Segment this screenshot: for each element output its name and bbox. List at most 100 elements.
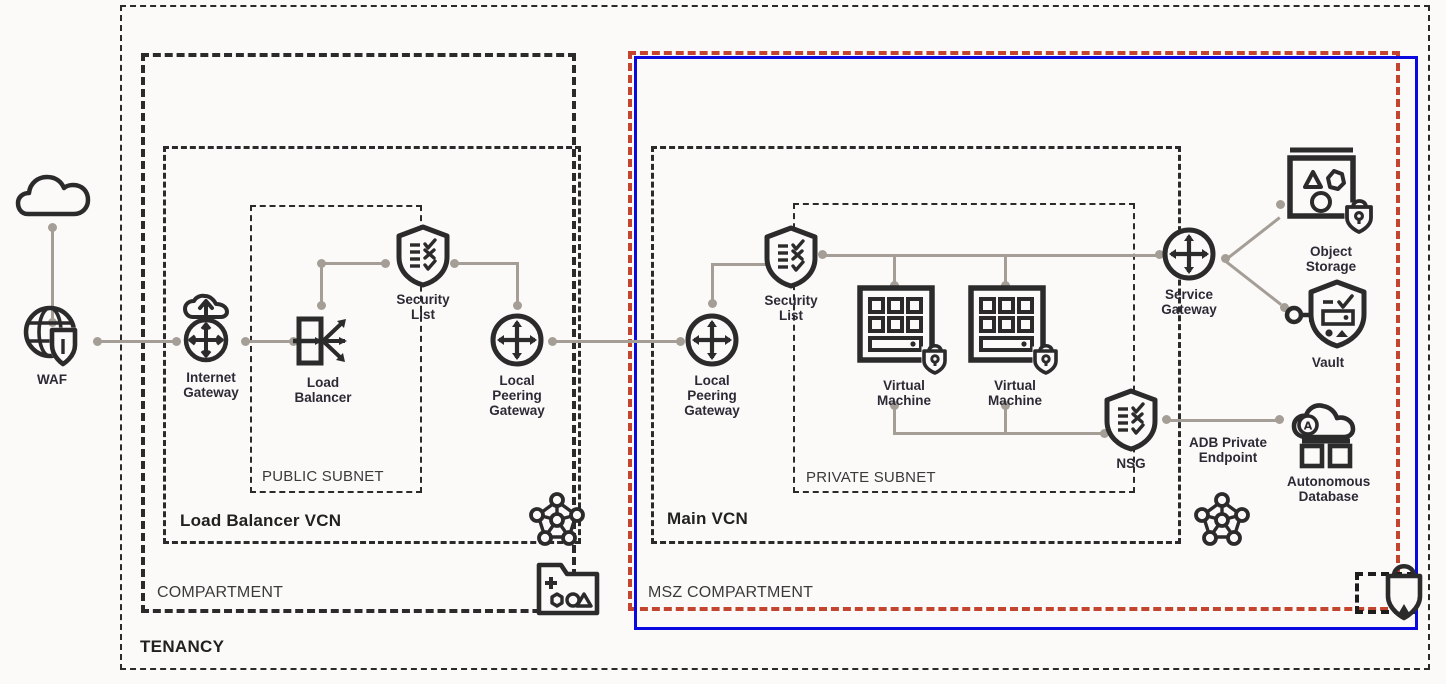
boundary-msz-red-dashed xyxy=(628,51,1400,611)
connector-main-lpg-to-security-list xyxy=(711,263,773,266)
local-peering-gateway-icon xyxy=(489,312,545,368)
node-security-list-private-label: Security List xyxy=(764,293,818,324)
node-nsg-label: NSG xyxy=(1116,456,1146,471)
node-object-storage: Object Storage xyxy=(1285,145,1377,274)
node-nsg: NSG xyxy=(1104,388,1158,471)
connector-load-balancer-to-security-list xyxy=(320,262,386,265)
node-service-gateway: Service Gateway xyxy=(1161,226,1217,317)
connector-bus-to-vm-2 xyxy=(1004,254,1007,286)
node-waf: WAF xyxy=(17,305,87,387)
node-autonomous-database: A Autonomous Database xyxy=(1287,403,1370,504)
virtual-machine-icon xyxy=(857,285,951,375)
boundary-tenancy xyxy=(120,5,1430,670)
boundary-private-subnet xyxy=(793,203,1135,493)
security-list-shield-icon xyxy=(764,225,818,289)
object-storage-icon xyxy=(1285,145,1377,239)
node-virtual-machine-1-label: Virtual Machine xyxy=(876,378,931,409)
connector-dot xyxy=(1100,429,1109,438)
connector-dot xyxy=(1221,254,1230,263)
node-local-peering-gateway-main-label: Local Peering Gateway xyxy=(684,373,740,419)
connector-bus-to-vm-1 xyxy=(893,254,896,286)
node-virtual-machine-1: Virtual Machine xyxy=(857,285,951,408)
node-virtual-machine-2-label: Virtual Machine xyxy=(987,378,1042,409)
node-object-storage-label: Object Storage xyxy=(1305,244,1357,275)
boundary-load-balancer-vcn-label: Load Balancer VCN xyxy=(180,511,342,530)
node-local-peering-gateway-lb-label: Local Peering Gateway xyxy=(489,373,545,419)
connector-dot xyxy=(1001,401,1010,410)
connector-main-lpg-up xyxy=(711,264,714,306)
boundary-main-vcn xyxy=(651,146,1181,544)
node-internet-gateway-label: Internet Gateway xyxy=(183,370,239,401)
connector-load-balancer-up xyxy=(320,263,323,307)
node-service-gateway-label: Service Gateway xyxy=(1161,287,1217,318)
node-vault: Vault xyxy=(1284,279,1371,370)
service-gateway-icon xyxy=(1161,226,1217,282)
node-waf-label: WAF xyxy=(37,372,67,387)
connector-dot xyxy=(172,337,181,346)
connector-dot xyxy=(1276,200,1285,209)
connector-dot xyxy=(1162,415,1171,424)
node-autonomous-database-label: Autonomous Database xyxy=(1287,474,1371,505)
nsg-shield-icon xyxy=(1104,388,1158,452)
connector-dot xyxy=(317,301,326,310)
boundary-main-vcn-label: Main VCN xyxy=(667,509,748,528)
node-adb-private-endpoint: ADB Private Endpoint xyxy=(1169,430,1287,465)
connector-dot xyxy=(1280,303,1289,312)
node-internet-gateway: Internet Gateway xyxy=(180,293,242,401)
compartment-folder-icon xyxy=(535,561,601,622)
connector-waf-to-internet-gateway xyxy=(96,340,180,343)
connector-dot xyxy=(48,223,57,232)
node-load-balancer-label: Load Balancer xyxy=(294,375,352,406)
connector-lpg-to-lpg xyxy=(551,340,683,343)
connector-private-subnet-bus xyxy=(822,254,1162,257)
boundary-compartment xyxy=(141,53,576,613)
connector-dot xyxy=(676,337,685,346)
connector-dot xyxy=(818,250,827,259)
node-vault-label: Vault xyxy=(1311,355,1345,370)
cloud-icon xyxy=(15,168,91,220)
virtual-machine-icon xyxy=(968,285,1062,375)
boundary-msz-blue-solid xyxy=(634,56,1418,630)
connector-dot xyxy=(93,337,102,346)
connector-dot xyxy=(241,337,250,346)
connector-dot xyxy=(548,337,557,346)
node-adb-private-endpoint-label: ADB Private Endpoint xyxy=(1188,435,1268,466)
local-peering-gateway-icon xyxy=(684,312,740,368)
connector-dot xyxy=(1275,415,1284,424)
connector-dot xyxy=(1155,250,1164,259)
connector-dot xyxy=(708,299,717,308)
node-virtual-machine-2: Virtual Machine xyxy=(968,285,1062,408)
load-balancer-icon xyxy=(293,312,353,370)
connector-dot xyxy=(317,259,326,268)
connector-dot xyxy=(450,259,459,268)
connector-security-list-to-lpg xyxy=(453,262,519,265)
security-zone-shield-icon xyxy=(1382,558,1430,629)
waf-globe-shield-icon xyxy=(17,305,87,367)
node-security-list-private: Security List xyxy=(764,225,818,324)
connector-dot xyxy=(513,301,522,310)
node-local-peering-gateway-lb: Local Peering Gateway xyxy=(489,312,545,418)
boundary-load-balancer-vcn xyxy=(163,146,581,544)
connector-nsg-to-adb xyxy=(1166,419,1280,422)
node-security-list-public-label: Security List xyxy=(396,292,450,323)
svg-text:A: A xyxy=(1303,420,1312,433)
boundary-compartment-label: COMPARTMENT xyxy=(157,584,284,601)
boundary-public-subnet-label: PUBLIC SUBNET xyxy=(262,468,384,485)
connector-vm-1-down xyxy=(893,405,896,435)
boundary-tenancy-label: TENANCY xyxy=(140,637,225,656)
connector-internet-gateway-to-load-balancer xyxy=(244,340,296,343)
connector-cloud-to-waf xyxy=(51,228,54,324)
connector-vm-2-down xyxy=(1004,405,1007,435)
node-security-list-public: Security List xyxy=(396,224,450,323)
boundary-msz-compartment-label: MSZ COMPARTMENT xyxy=(648,584,814,601)
boundary-public-subnet xyxy=(250,205,422,493)
vault-shield-key-icon xyxy=(1284,279,1371,350)
connector-lpg-down xyxy=(516,262,519,307)
internet-gateway-icon xyxy=(180,293,242,365)
node-local-peering-gateway-main: Local Peering Gateway xyxy=(684,312,740,418)
connector-dot xyxy=(381,259,390,268)
autonomous-database-icon: A xyxy=(1289,403,1369,469)
connector-vm-bus-to-nsg xyxy=(893,432,1105,435)
security-list-shield-icon xyxy=(396,224,450,288)
